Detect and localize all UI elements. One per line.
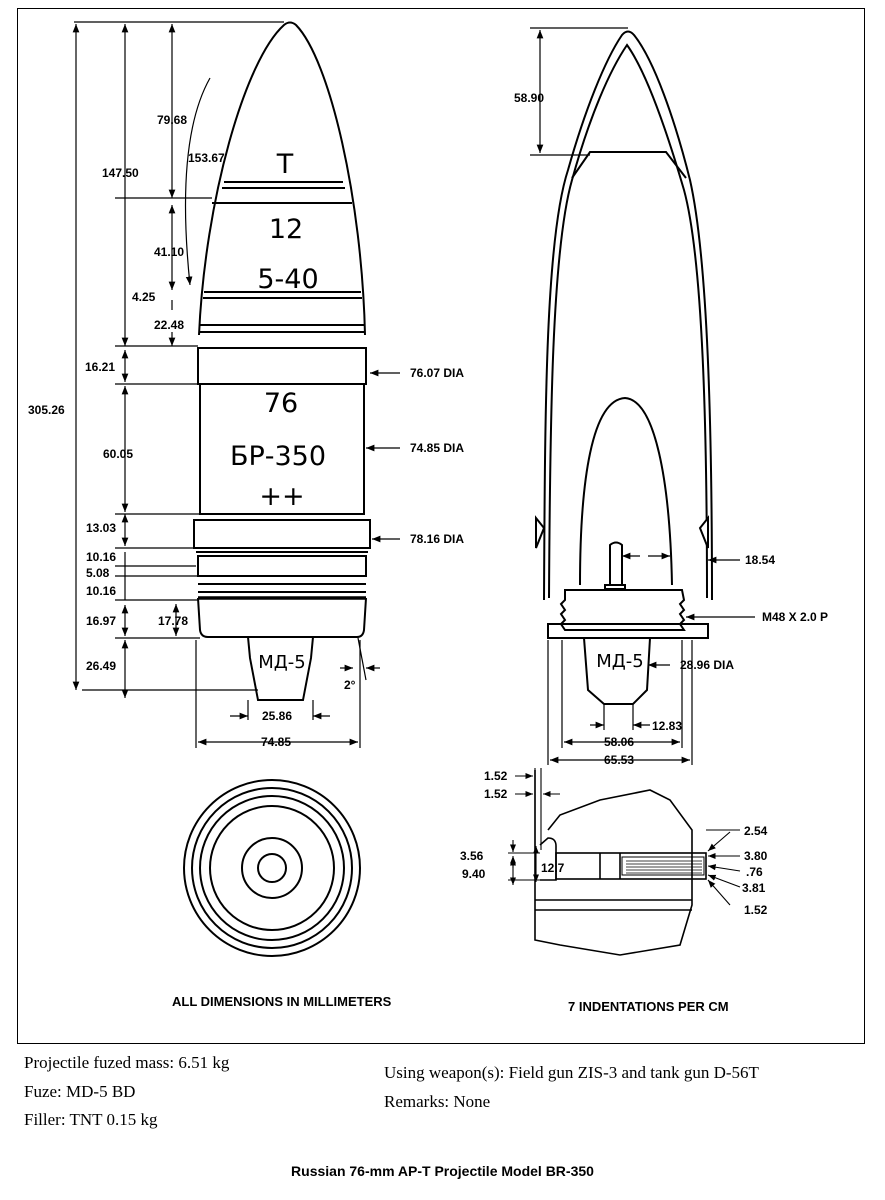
dim-1-52-c: 1.52 xyxy=(744,903,768,917)
base-end-view xyxy=(183,779,361,957)
dim-12-7: 12.7 xyxy=(541,861,565,875)
body xyxy=(199,383,365,515)
dim-3-81: 3.81 xyxy=(742,881,766,895)
dim-65-53: 65.53 xyxy=(604,753,634,767)
tracer-element xyxy=(609,541,623,585)
document-title: Russian 76-mm AP-T Projectile Model BR-3… xyxy=(291,1163,594,1179)
dim-153-67: 153.67 xyxy=(188,151,225,165)
dim-22-48: 22.48 xyxy=(154,318,184,332)
section-fuze-body xyxy=(583,637,651,705)
info-mass: Projectile fuzed mass: 6.51 kg xyxy=(24,1053,230,1072)
dim-3-56: 3.56 xyxy=(460,849,484,863)
dim-147-50: 147.50 xyxy=(102,166,139,180)
dim-25-86: 25.86 xyxy=(262,709,292,723)
dim-9-40: 9.40 xyxy=(462,867,486,881)
dim-10-16-b: 10.16 xyxy=(86,584,116,598)
dim-305-26: 305.26 xyxy=(28,403,65,417)
dim-12-83: 12.83 xyxy=(652,719,682,733)
detail-dimension-labels: 1.52 1.52 3.56 9.40 12.7 2.54 3.80 .76 3… xyxy=(460,769,768,917)
right-dimension-labels: 58.90 18.54 M48 X 2.0 P 28.96 DIA 12.83 … xyxy=(514,91,828,767)
dia-74-85: 74.85 DIA xyxy=(410,441,464,455)
explosive-cavity xyxy=(579,396,673,586)
projectile-section-view xyxy=(535,30,713,705)
dim-1-52-b: 1.52 xyxy=(484,787,508,801)
ogive-outline xyxy=(198,21,366,336)
info-weapons: Using weapon(s): Field gun ZIS-3 and tan… xyxy=(384,1063,759,1082)
dim-16-21: 16.21 xyxy=(85,360,115,374)
model-marking: БР-350 xyxy=(230,441,326,472)
windshield-base xyxy=(571,151,687,179)
projectile-exterior-view xyxy=(193,21,371,701)
dim-2-54: 2.54 xyxy=(744,824,768,838)
detail-dimension-lines xyxy=(508,768,741,906)
dim-18-54: 18.54 xyxy=(745,553,775,567)
dim-0-76: .76 xyxy=(746,865,763,879)
dim-1-52-a: 1.52 xyxy=(484,769,508,783)
cross-marking: ++ xyxy=(259,481,304,512)
dim-17-78: 17.78 xyxy=(158,614,188,628)
dim-13-03: 13.03 xyxy=(86,521,116,535)
dim-26-49: 26.49 xyxy=(86,659,116,673)
dim-10-16-a: 10.16 xyxy=(86,550,116,564)
dia-78-16: 78.16 DIA xyxy=(410,532,464,546)
fuze-marking: МД-5 xyxy=(258,652,306,673)
dim-5-08: 5.08 xyxy=(86,566,110,580)
base-plug xyxy=(559,589,686,631)
nose-marking: T xyxy=(276,149,294,180)
lot-marking: 12 xyxy=(269,214,303,245)
rotating-band-detail xyxy=(534,770,707,956)
caption-all-dimensions: ALL DIMENSIONS IN MILLIMETERS xyxy=(172,994,392,1009)
upper-bourrelet xyxy=(197,347,367,385)
fuze-body xyxy=(247,636,314,701)
dim-3-80: 3.80 xyxy=(744,849,768,863)
info-filler: Filler: TNT 0.15 kg xyxy=(24,1110,158,1129)
section-inner-outline xyxy=(548,43,708,599)
dim-16-97: 16.97 xyxy=(86,614,116,628)
year-marking: 5-40 xyxy=(257,264,318,295)
dim-74-85: 74.85 xyxy=(261,735,291,749)
dim-41-10: 41.10 xyxy=(154,245,184,259)
dim-angle: 2° xyxy=(344,678,356,692)
dia-28-96: 28.96 DIA xyxy=(680,658,734,672)
left-dimension-labels: 79.68 153.67 147.50 41.10 4.25 22.48 16.… xyxy=(28,113,464,749)
info-fuze: Fuze: MD-5 BD xyxy=(24,1082,136,1101)
dim-4-25: 4.25 xyxy=(132,290,156,304)
caption-indentations: 7 INDENTATIONS PER CM xyxy=(568,999,729,1014)
dim-58-06: 58.06 xyxy=(604,735,634,749)
boattail xyxy=(197,597,367,638)
right-dimension-lines xyxy=(530,27,755,765)
info-remarks: Remarks: None xyxy=(384,1092,491,1111)
section-outer-outline xyxy=(543,30,713,601)
rotating-band xyxy=(193,519,371,549)
caliber-marking: 76 xyxy=(264,388,298,419)
dim-79-68: 79.68 xyxy=(157,113,187,127)
dia-76-07: 76.07 DIA xyxy=(410,366,464,380)
section-fuze-marking: МД-5 xyxy=(596,651,644,672)
thread-spec: M48 X 2.0 P xyxy=(762,610,828,624)
dim-60-05: 60.05 xyxy=(103,447,133,461)
left-dimension-lines xyxy=(72,21,400,748)
dim-58-90: 58.90 xyxy=(514,91,544,105)
drawing-frame xyxy=(17,8,865,1044)
